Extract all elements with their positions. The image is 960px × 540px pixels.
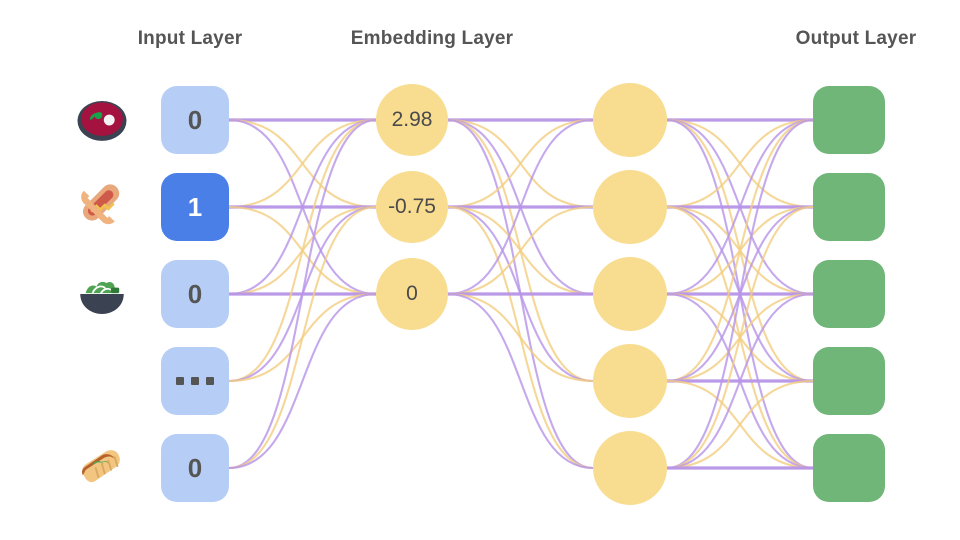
embedding-layer-title: Embedding Layer bbox=[350, 28, 514, 49]
green-salad-icon bbox=[73, 265, 131, 323]
embedding-neuron-value: 2.98 bbox=[391, 108, 433, 131]
input-to-embedding bbox=[228, 118, 377, 470]
hidden-neuron[interactable] bbox=[593, 344, 667, 418]
embedding-neuron[interactable]: 0 bbox=[376, 258, 448, 330]
input-node-active[interactable]: 1 bbox=[161, 173, 229, 241]
embedding-neuron[interactable]: -0.75 bbox=[376, 171, 448, 243]
output-node[interactable] bbox=[813, 260, 885, 328]
ellipsis-icon bbox=[176, 377, 214, 385]
input-node-value: 0 bbox=[187, 104, 203, 135]
input-node-value: 0 bbox=[187, 278, 203, 309]
input-node-ellipsis[interactable] bbox=[161, 347, 229, 415]
input-node[interactable]: 0 bbox=[161, 434, 229, 502]
hot-dog-icon bbox=[73, 178, 131, 236]
output-node[interactable] bbox=[813, 86, 885, 154]
hidden-neuron[interactable] bbox=[593, 83, 667, 157]
output-layer-title: Output Layer bbox=[795, 28, 917, 49]
bowl-of-stew-icon bbox=[73, 91, 131, 149]
output-node[interactable] bbox=[813, 347, 885, 415]
input-node[interactable]: 0 bbox=[161, 86, 229, 154]
embedding-neuron-value: 0 bbox=[406, 282, 418, 305]
hidden-neuron[interactable] bbox=[593, 257, 667, 331]
output-node[interactable] bbox=[813, 434, 885, 502]
burrito-icon bbox=[73, 439, 131, 497]
embedding-neuron-value: -0.75 bbox=[388, 195, 436, 218]
hidden-to-output bbox=[666, 118, 814, 470]
embedding-neuron[interactable]: 2.98 bbox=[376, 84, 448, 156]
hidden-neuron[interactable] bbox=[593, 431, 667, 505]
hidden-neuron[interactable] bbox=[593, 170, 667, 244]
input-layer-title: Input Layer bbox=[137, 28, 243, 49]
input-node-value: 1 bbox=[187, 191, 203, 222]
input-node-value: 0 bbox=[187, 452, 203, 483]
embedding-to-hidden bbox=[447, 118, 594, 470]
input-node[interactable]: 0 bbox=[161, 260, 229, 328]
output-node[interactable] bbox=[813, 173, 885, 241]
